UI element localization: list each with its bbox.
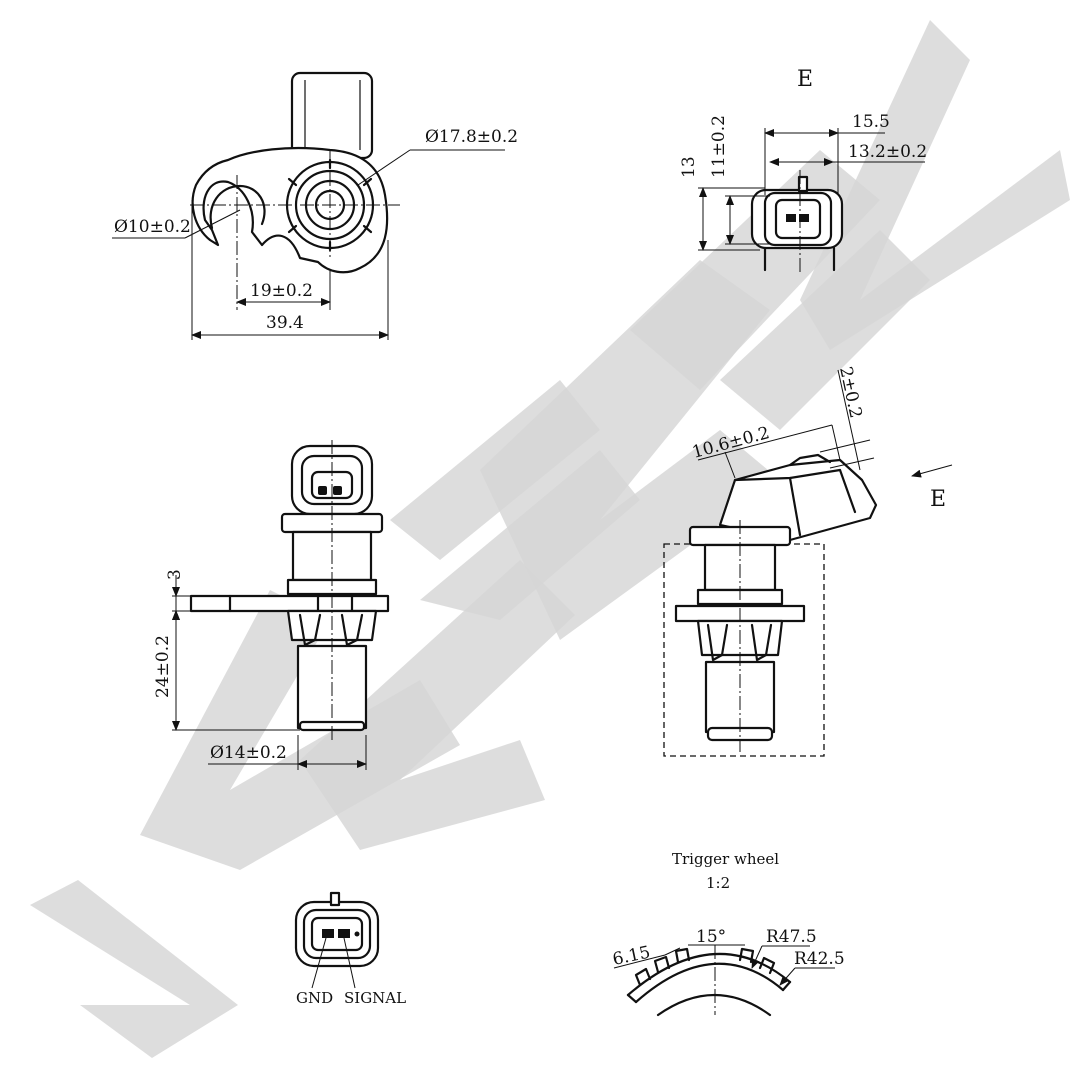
gnd-pin-label: GND (296, 989, 333, 1007)
angled-side-view (663, 369, 953, 757)
top-plan-view (112, 71, 505, 340)
tooth-angle-label: 15° (696, 927, 726, 947)
lock-height-label: 2±0.2 (835, 365, 865, 420)
probe-length-label: 24±0.2 (153, 635, 173, 698)
tooth-width-label: 6.15 (611, 942, 652, 969)
view-letter-e: E (797, 67, 813, 92)
inner-width-label: 13.2±0.2 (848, 142, 927, 162)
outer-radius-label: R47.5 (766, 927, 817, 947)
view-marker-e: E (930, 487, 946, 512)
probe-diameter-label: Ø14±0.2 (210, 743, 287, 763)
inner-height-label: 11±0.2 (709, 115, 729, 178)
signal-pin-label: SIGNAL (344, 989, 406, 1007)
outer-width-label: 15.5 (852, 112, 890, 132)
hole-diameter-label: Ø10±0.2 (114, 217, 191, 237)
center-distance-label: 19±0.2 (250, 281, 313, 301)
flange-thickness-label: 3 (165, 569, 185, 580)
overall-length-label: 39.4 (266, 313, 304, 333)
trigger-wheel-detail (613, 944, 835, 1017)
inner-radius-label: R42.5 (794, 949, 845, 969)
side-elevation-view (172, 440, 390, 770)
trigger-wheel-scale: 1:2 (706, 874, 730, 892)
bore-diameter-label: Ø17.8±0.2 (425, 127, 518, 147)
outer-height-label: 13 (679, 156, 699, 178)
trigger-wheel-title: Trigger wheel (672, 850, 779, 868)
brand-watermark (30, 20, 1070, 1058)
connector-end-view (698, 128, 925, 275)
pinout-diagram (294, 891, 380, 989)
